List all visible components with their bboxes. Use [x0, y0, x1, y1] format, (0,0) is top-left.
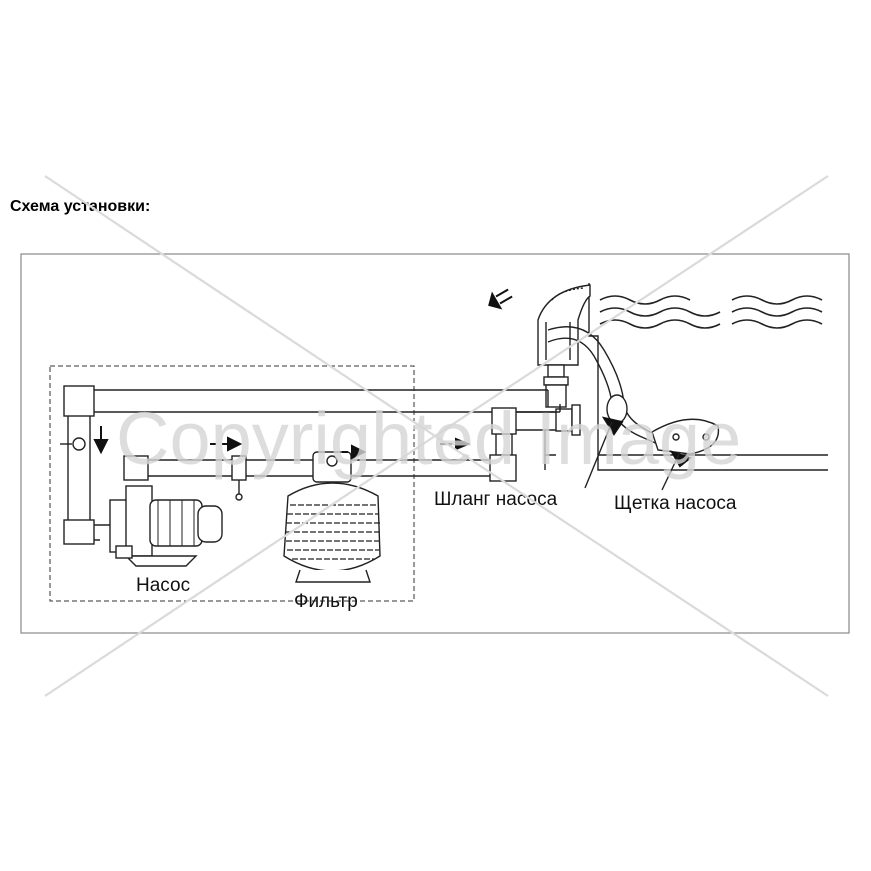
skimmer: [537, 284, 591, 408]
diagram-frame: [20, 253, 850, 634]
label-pump-brush: Щетка насоса: [614, 493, 737, 514]
watermark-text: Copyrighted Image: [116, 397, 741, 480]
water-waves: [599, 295, 823, 329]
pool-structure: [544, 283, 828, 471]
pump-brush: [651, 418, 720, 455]
watermark: Copyrighted Image: [44, 175, 829, 697]
label-filter: Фильтр: [294, 591, 358, 612]
return-inlet: [555, 404, 581, 436]
diagram-heading: Схема установки:: [10, 198, 151, 215]
valves: [60, 437, 247, 501]
pump: [109, 485, 223, 567]
label-leaders: [584, 421, 681, 491]
label-pump: Насос: [136, 575, 190, 596]
equipment-zone: [49, 365, 415, 602]
pump-hose: [547, 326, 681, 453]
filter: [283, 451, 381, 583]
label-pump-hose: Шланг насоса: [434, 489, 558, 510]
flow-arrows: [93, 288, 693, 468]
